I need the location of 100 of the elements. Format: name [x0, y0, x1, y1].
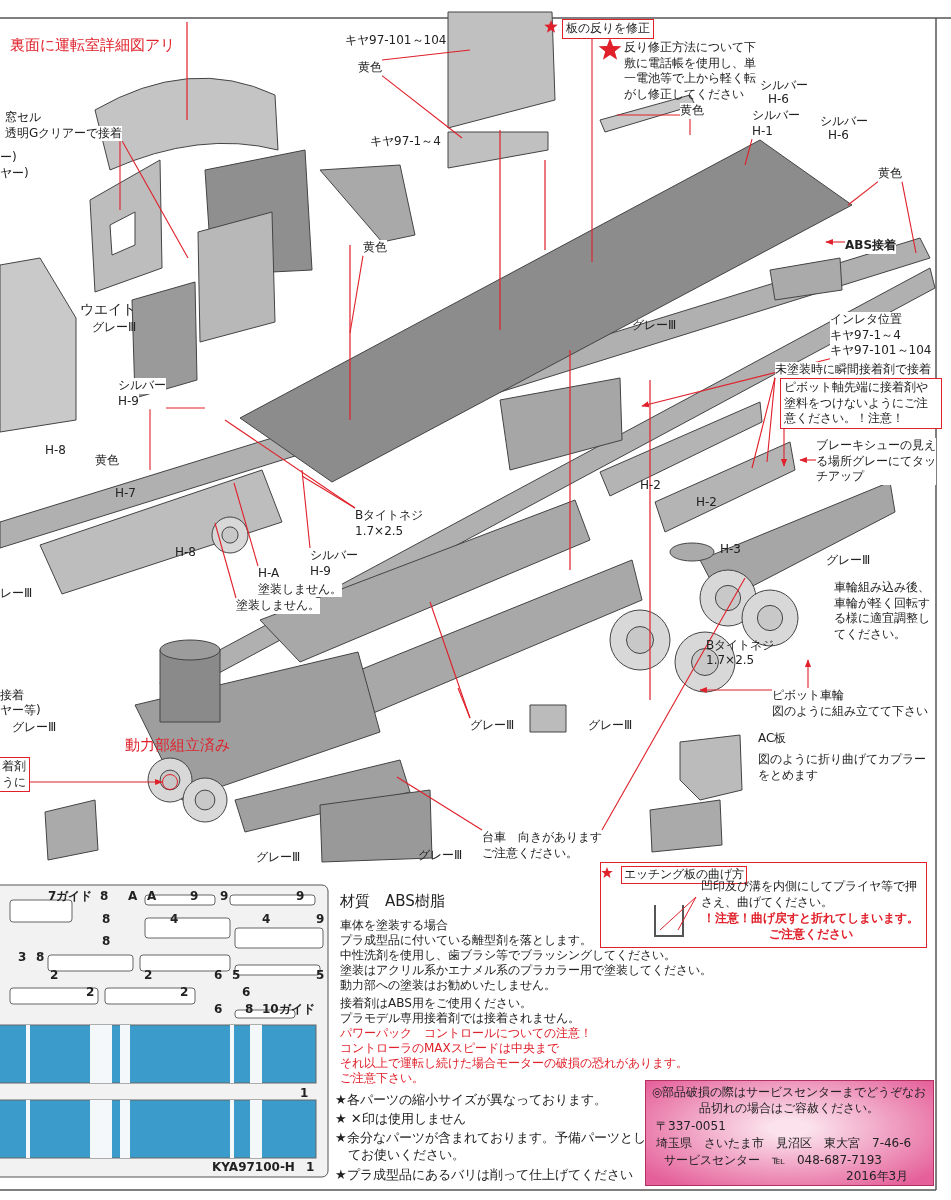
part-number: 6 [214, 968, 223, 984]
note-box [780, 378, 942, 429]
annotation-text: ヤー) [0, 166, 29, 182]
leader-line [301, 475, 356, 509]
note-text: 埼玉県 さいたま市 見沼区 東大宮 7-46-6 [656, 1136, 912, 1152]
callout-label: 黄色 [680, 103, 704, 119]
callout-label: 透明Gクリアーで接着 [5, 125, 123, 142]
part-number: 2 [144, 968, 153, 984]
leader-line [381, 49, 471, 61]
callout-label: 黄色 [878, 166, 902, 182]
annotation-text: ★ ✕印は使用しません [335, 1111, 466, 1128]
annotation-text: グレーⅢ [12, 720, 57, 736]
leader-line [901, 181, 917, 254]
annotation-text: プラモデル専用接着剤では接着されません。 [340, 1011, 580, 1027]
annotation-text: 動力部組立済み [125, 736, 230, 756]
leader-line [689, 118, 691, 136]
annotation-text: 車輪組み込み後、車輪が軽く回転する様に適宜調整してください。 [834, 580, 931, 643]
note-text: 着剤 [2, 759, 26, 775]
leader-arrow [641, 358, 831, 408]
leader-line [616, 114, 681, 116]
annotation-text: Bタイトネジ [706, 638, 775, 654]
callout-label: Bタイトネジ [355, 508, 424, 524]
part-number: 2 [50, 968, 59, 984]
part-number: 9 [316, 912, 325, 928]
leader-line [847, 181, 879, 206]
annotation-text: キヤ97-1～4 [370, 134, 441, 150]
leader-line [751, 377, 776, 469]
annotation-text: レーⅢ [0, 586, 33, 602]
note-text: 板の反りを修正 [566, 21, 650, 37]
callout-label: ブレーキシューの見える場所グレーにてタッチアップ [816, 438, 936, 485]
leader-arrow [799, 456, 817, 464]
note-text: 2016年3月 [846, 1169, 909, 1185]
leader-arrow [825, 238, 846, 246]
annotation-text: H-8 [175, 545, 196, 561]
annotation-text: H-2 [696, 495, 717, 511]
annotation-text: 中性洗剤を使用し、歯ブラシ等でブラッシングしてください。 [340, 948, 676, 964]
leader-line [766, 377, 776, 463]
annotation-text: コントローラのMAXスピードは中央まで [340, 1041, 559, 1057]
annotation-text: 裏面に運転室詳細図アリ [10, 36, 175, 56]
leader-line [165, 407, 206, 409]
part-number: 8 [245, 1002, 254, 1018]
leader-line [396, 776, 483, 831]
callout-label: 黄色 [363, 240, 387, 256]
part-number: 9 [296, 889, 305, 905]
annotation-text: 材質 ABS樹脂 [340, 892, 445, 912]
callout-label: 塗装しません。 [258, 581, 342, 598]
part-number: 3 [18, 950, 27, 966]
annotation-text: ご注意下さい。 [340, 1071, 424, 1087]
leader-line [233, 482, 259, 567]
note-text: ◎部品破損の際はサービスセンターまでどうぞなお品切れの場合はご容赦ください。 [650, 1085, 928, 1117]
part-number: A [128, 889, 138, 905]
annotation-text: ★各パーツの縮小サイズが異なっております。 [335, 1092, 607, 1109]
leader-line [601, 577, 746, 831]
callout-label: 塗装しません。 [236, 598, 320, 614]
part-number: 5 [232, 968, 241, 984]
note-text: ピボット軸先端に接着剤や塗料をつけないようにご注意ください。！注意！ [784, 380, 929, 427]
annotation-text: キヤ97-101～104 [345, 33, 447, 49]
instruction-panel [600, 862, 927, 948]
part-number: 4 [262, 912, 271, 928]
part-number: 8 [36, 950, 45, 966]
part-number: 10ガイド [262, 1002, 315, 1018]
annotation-text: グレーⅢ [826, 553, 871, 569]
leader-line [119, 140, 121, 211]
annotation-text: 黄色 [95, 453, 119, 469]
callout-label: 図のように組み立てて下さい [772, 703, 928, 720]
part-number: 1 [306, 1160, 315, 1176]
annotation-text: 車体を塗装する場合 [340, 918, 448, 934]
leader-line [744, 138, 753, 166]
part-number: 8 [102, 934, 111, 950]
annotation-text: 動力部への塗装はお勧めいたしません。 [340, 978, 556, 994]
part-number: 8 [100, 889, 109, 905]
part-number: 1 [300, 1086, 309, 1102]
part-number: A [147, 889, 157, 905]
leader-arrow [804, 659, 812, 689]
annotation-text: H-8 [45, 443, 66, 459]
note-box [0, 757, 30, 793]
leader-line [149, 408, 151, 471]
annotation-text: グレーⅢ [256, 850, 301, 866]
part-number: 9 [220, 889, 229, 905]
leader-line [121, 140, 189, 259]
part-number: 7ガイド [48, 889, 93, 905]
leader-line [591, 38, 593, 263]
note-text: 〒337-0051 [656, 1119, 726, 1135]
annotation-text: それ以上で運転し続けた場合モーターの破損の恐れがあります。 [340, 1056, 688, 1072]
annotation-text: グレーⅢ [92, 320, 137, 336]
callout-label: インレタ位置 [830, 312, 902, 328]
part-number: KYA97100-H [212, 1160, 295, 1176]
annotation-text: ★プラ成型品にあるバリは削って仕上げてください [335, 1167, 633, 1184]
note-text: ！注意！曲げ戻すと折れてしまいます。ご注意ください [702, 911, 920, 943]
annotation-text: プラ成型品に付いている離型剤を落とします。 [340, 933, 592, 949]
annotation-text: 塗装はアクリル系かエナメル系のプラカラー用で塗装してください。 [340, 963, 712, 979]
annotation-text: H-6 [768, 92, 789, 108]
part-number: 2 [86, 985, 95, 1001]
annotation-text: ヤー等) [0, 703, 41, 719]
part-number: 8 [102, 912, 111, 928]
callout-label: キヤ97-101～104 [830, 343, 932, 359]
annotation-text: ★余分なパーツが含まれております。予備パーツとしてお使いください。 [335, 1130, 647, 1164]
leader-arrow [699, 686, 773, 694]
part-number: 9 [190, 889, 199, 905]
annotation-text: グレーⅢ [588, 718, 633, 734]
